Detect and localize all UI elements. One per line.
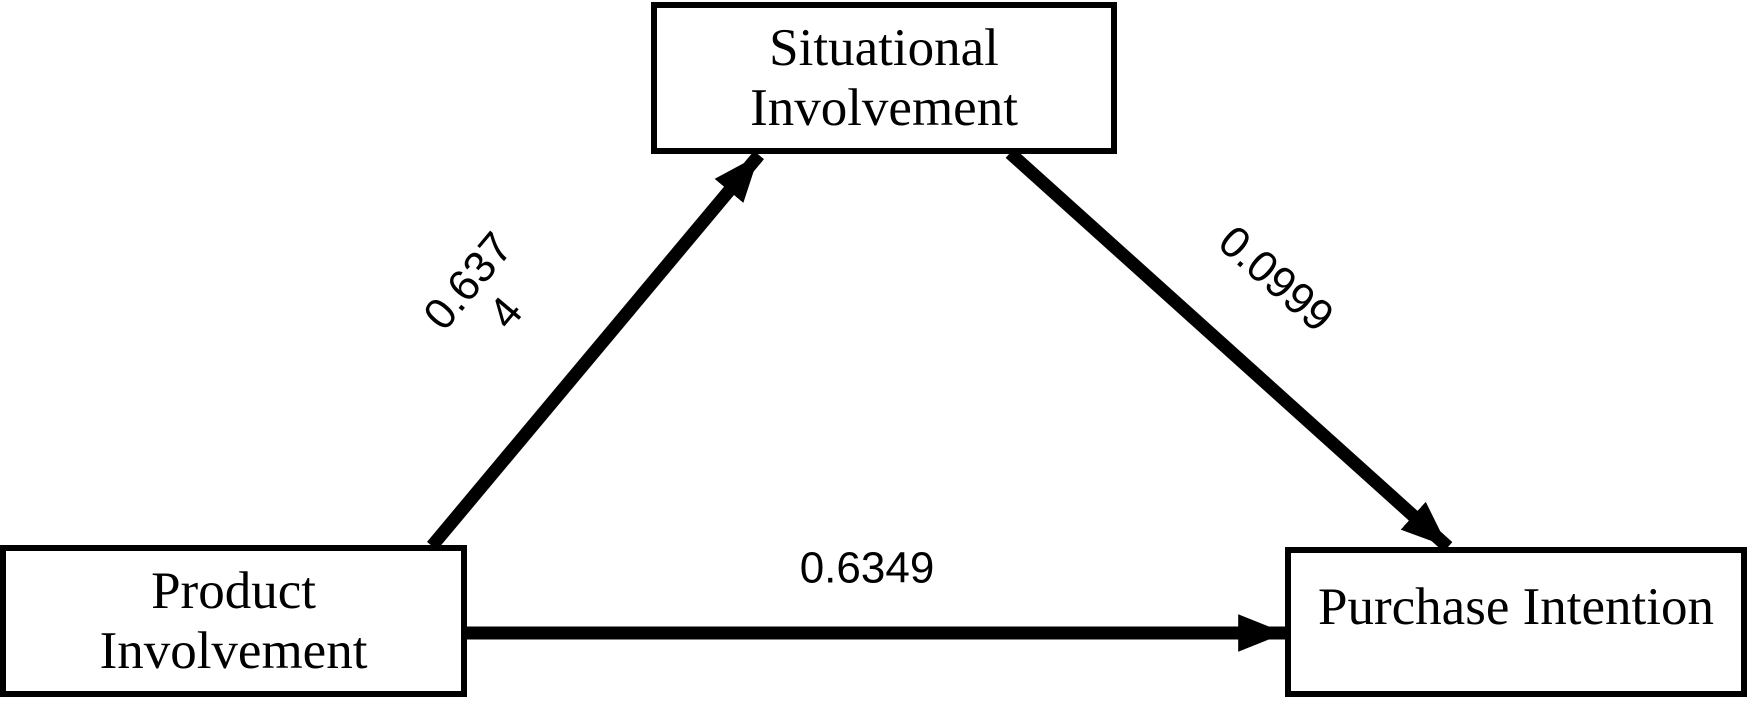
node-situational-involvement: Situational Involvement [651,2,1117,154]
arrow-situational-to-purchase [1005,148,1453,552]
node-purchase-intention: Purchase Intention [1285,547,1747,697]
edge-label-product-to-purchase: 0.6349 [800,544,935,593]
node-product-involvement: Product Involvement [0,545,467,697]
node-purchase-intention-label: Purchase Intention [1318,578,1714,636]
node-situational-involvement-label-line2: Involvement [750,79,1018,137]
node-situational-involvement-label-line1: Situational [769,19,999,77]
node-product-involvement-label-line2: Involvement [99,622,368,680]
arrow-product-to-situational [427,150,764,551]
node-product-involvement-label-line1: Product [151,562,316,620]
edge-label-product-to-purchase-value: 0.6349 [799,543,935,593]
